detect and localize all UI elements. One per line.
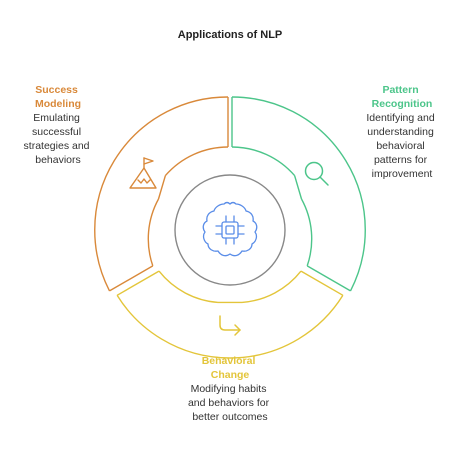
divider-left-lower xyxy=(116,270,160,296)
behavioral-description: Modifying habits and behaviors for bette… xyxy=(188,383,272,423)
inner-connector-pattern xyxy=(293,175,303,200)
pattern-description: Identifying and understanding behavioral… xyxy=(366,112,437,180)
inner-arc-success-a xyxy=(147,198,160,267)
outer-ring xyxy=(94,96,366,359)
section-behavioral-label: Behavioral Change Modifying habits and b… xyxy=(188,355,272,423)
success-description: Emulating successful strategies and beha… xyxy=(24,112,93,166)
inner-ring xyxy=(147,146,313,304)
success-heading: Success Modeling xyxy=(35,84,81,110)
redo-arrow-icon xyxy=(219,315,241,336)
summit-flag-icon xyxy=(129,157,157,189)
inner-arc-pattern-b xyxy=(300,198,313,267)
behavioral-heading: Behavioral Change xyxy=(202,355,259,381)
inner-arc-behavioral-a xyxy=(241,270,302,304)
diagram-title: Applications of NLP xyxy=(178,29,283,41)
inner-arc-success-b xyxy=(164,146,229,177)
outer-arc-pattern xyxy=(231,96,366,292)
magnifier-icon xyxy=(304,161,329,186)
inner-connector-success xyxy=(157,175,167,200)
pattern-heading: Pattern Recognition xyxy=(372,84,433,110)
outer-arc-behavioral xyxy=(116,294,344,359)
section-success-label: Success Modeling Emulating successful st… xyxy=(24,84,93,166)
divider-right xyxy=(306,265,351,292)
brain-chip-icon xyxy=(202,201,258,257)
inner-arc-behavioral-b xyxy=(158,270,219,304)
outer-arc-success xyxy=(94,96,229,292)
divider-right-lower xyxy=(300,270,344,296)
inner-arc-pattern-a xyxy=(231,146,296,177)
center-circle xyxy=(174,174,286,286)
section-pattern-label: Pattern Recognition Identifying and unde… xyxy=(366,84,437,180)
divider-left xyxy=(109,265,154,292)
